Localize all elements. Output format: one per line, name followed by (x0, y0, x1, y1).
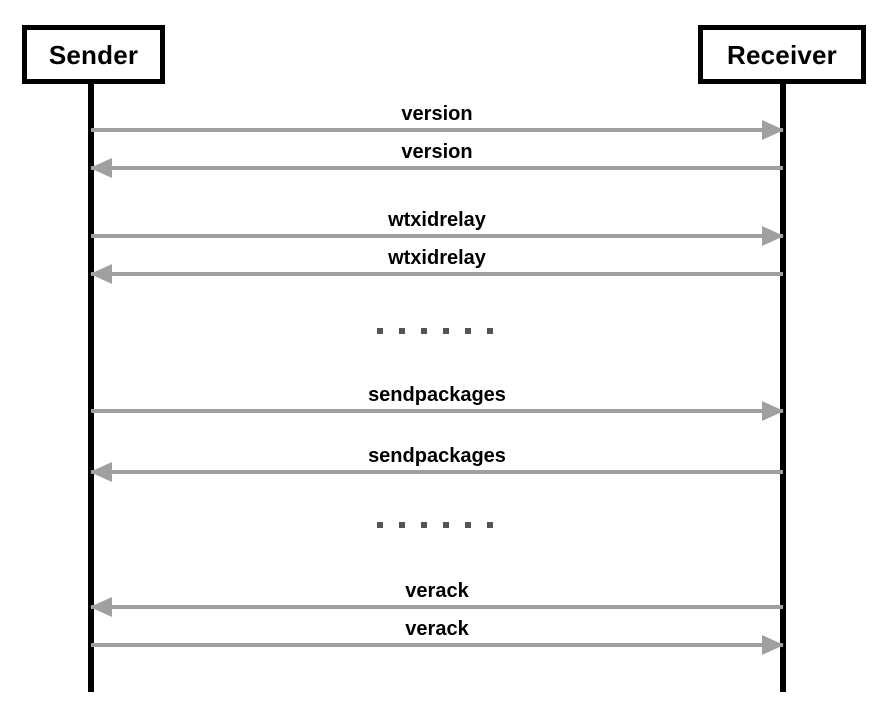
arrowhead-left-icon (90, 462, 112, 482)
ellipsis-dot (487, 522, 493, 528)
lifeline-receiver (780, 84, 786, 692)
message-line (91, 470, 783, 474)
lifeline-sender (88, 84, 94, 692)
ellipsis-dot (399, 522, 405, 528)
message-label: verack (405, 618, 469, 640)
participant-box-sender[interactable]: Sender (22, 25, 165, 84)
message-label: version (401, 141, 473, 163)
arrowhead-right-icon (762, 226, 784, 246)
ellipsis-dot (465, 522, 471, 528)
message-line (91, 272, 783, 276)
ellipsis-dot (399, 328, 405, 334)
ellipsis-dot (487, 328, 493, 334)
message-line (91, 128, 783, 132)
arrowhead-left-icon (90, 264, 112, 284)
ellipsis-dot (421, 522, 427, 528)
message-label: wtxidrelay (388, 209, 486, 231)
message-label: wtxidrelay (388, 247, 486, 269)
ellipsis-dot (421, 328, 427, 334)
message-line (91, 166, 783, 170)
participant-label-receiver: Receiver (726, 39, 838, 70)
message-label: sendpackages (368, 384, 506, 406)
message-line (91, 234, 783, 238)
participant-label-sender: Sender (48, 39, 139, 70)
arrowhead-left-icon (90, 597, 112, 617)
message-line (91, 409, 783, 413)
arrowhead-left-icon (90, 158, 112, 178)
ellipsis-dot (443, 522, 449, 528)
message-line (91, 643, 783, 647)
ellipsis-dot (443, 328, 449, 334)
arrowhead-right-icon (762, 120, 784, 140)
ellipsis-dot (465, 328, 471, 334)
ellipsis-dot (377, 328, 383, 334)
arrowhead-right-icon (762, 401, 784, 421)
message-label: verack (405, 580, 469, 602)
ellipsis-row (377, 522, 493, 528)
ellipsis-dot (377, 522, 383, 528)
message-line (91, 605, 783, 609)
ellipsis-row (377, 328, 493, 334)
message-label: version (401, 103, 473, 125)
message-label: sendpackages (368, 445, 506, 467)
participant-box-receiver[interactable]: Receiver (698, 25, 866, 84)
arrowhead-right-icon (762, 635, 784, 655)
